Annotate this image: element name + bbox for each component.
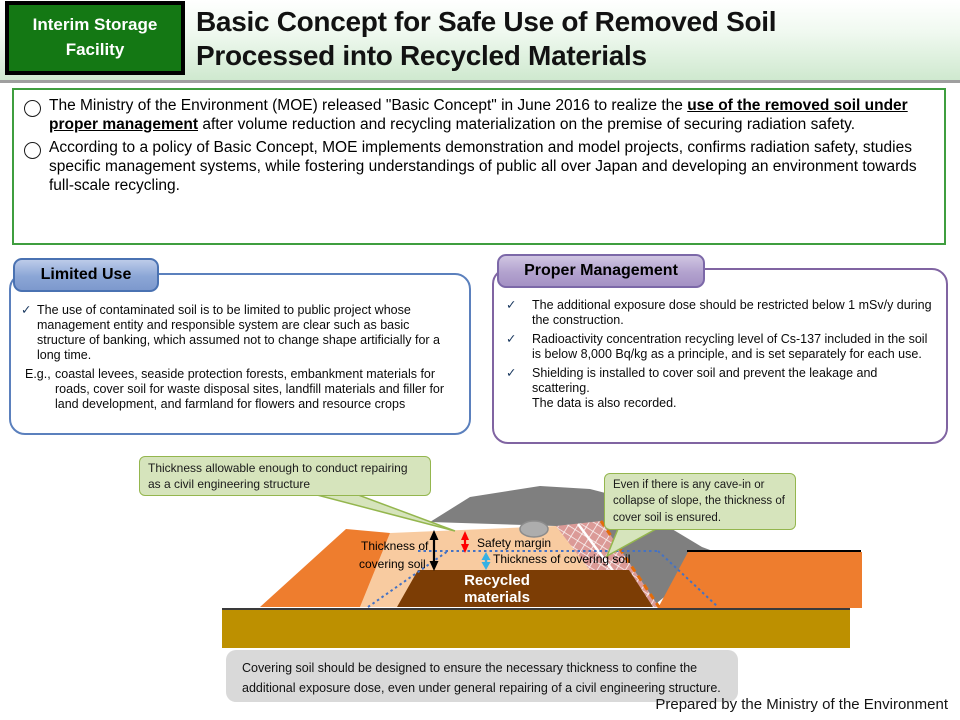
header-band: Interim Storage Facility Basic Concept f… <box>0 0 960 83</box>
dotted-design-line <box>657 550 719 608</box>
limited-use-title: Limited Use <box>40 266 132 283</box>
thickness-covering-label-line2: covering soil <box>359 557 426 571</box>
intro-bullet-1: The Ministry of the Environment (MOE) re… <box>22 97 934 135</box>
check-icon: ✓ <box>506 366 517 380</box>
interim-storage-badge: Interim Storage Facility <box>5 1 185 75</box>
circle-bullet-icon <box>24 141 41 159</box>
circle-bullet-icon <box>24 100 41 117</box>
safety-margin-arrow-red <box>461 531 469 553</box>
check-icon: ✓ <box>506 298 517 312</box>
intro-bullet-2: According to a policy of Basic Concept, … <box>22 139 934 196</box>
limited-use-example: E.g., coastal levees, seaside protection… <box>21 367 461 412</box>
thickness-arrow-black <box>429 530 439 571</box>
intro-bullet-1-post: after volume reduction and recycling mat… <box>198 115 856 133</box>
embankment-diagram <box>222 486 862 648</box>
proper-management-item-text: Radioactivity concentration recycling le… <box>532 332 928 361</box>
ground-shape <box>222 610 850 648</box>
page-title: Basic Concept for Safe Use of Removed So… <box>196 5 956 72</box>
proper-management-item-text: Shielding is installed to cover soil and… <box>532 366 878 410</box>
badge-line2: Facility <box>65 40 125 59</box>
limited-use-item: ✓ The use of contaminated soil is to be … <box>21 303 461 363</box>
limited-use-example-text: coastal levees, seaside protection fores… <box>55 367 445 411</box>
check-icon: ✓ <box>506 332 517 346</box>
limited-use-item-text: The use of contaminated soil is to be li… <box>37 303 440 362</box>
proper-management-item-text: The additional exposure dose should be r… <box>532 298 932 327</box>
covering-soil-note: Covering soil should be designed to ensu… <box>226 650 738 702</box>
thickness-covering-right-label: Thickness of covering soil <box>493 552 631 566</box>
check-icon: ✓ <box>21 303 32 317</box>
callout-left-tail <box>297 489 456 532</box>
proper-management-box: ✓ The additional exposure dose should be… <box>492 268 948 444</box>
left-slope-shape <box>260 529 390 607</box>
page-title-line1: Basic Concept for Safe Use of Removed So… <box>196 6 777 37</box>
intro-box: The Ministry of the Environment (MOE) re… <box>12 88 946 245</box>
limited-use-box: ✓ The use of contaminated soil is to be … <box>9 273 471 435</box>
callout-right-text: Even if there is any cave-in or collapse… <box>613 479 785 524</box>
intro-bullet-1-emphasis: use of the removed soil under proper man… <box>49 97 908 133</box>
badge-line1: Interim Storage <box>32 15 158 35</box>
proper-management-item: ✓ The additional exposure dose should be… <box>504 298 938 328</box>
limited-use-tab: Limited Use <box>13 258 159 292</box>
recycled-materials-label: Recycled materials <box>464 572 530 607</box>
thickness-covering-label-line1: Thickness of <box>361 539 429 553</box>
covering-soil-note-text: Covering soil should be designed to ensu… <box>242 661 721 695</box>
callout-left: Thickness allowable enough to conduct re… <box>139 456 431 497</box>
proper-management-item: ✓ Shielding is installed to cover soil a… <box>504 366 938 411</box>
recycled-core-shape <box>397 570 653 607</box>
limited-use-content: ✓ The use of contaminated soil is to be … <box>21 303 461 412</box>
intro-bullet-2-text: According to a policy of Basic Concept, … <box>49 138 917 194</box>
callout-left-text: Thickness allowable enough to conduct re… <box>148 461 408 492</box>
intro-bullet-1-pre: The Ministry of the Environment (MOE) re… <box>49 97 688 114</box>
page-title-line2: Processed into Recycled Materials <box>196 39 647 71</box>
intro-bullet-1-text: The Ministry of the Environment (MOE) re… <box>49 97 934 135</box>
example-label: E.g., <box>25 367 51 381</box>
safety-margin-label: Safety margin <box>477 536 552 550</box>
proper-management-title: Proper Management <box>524 262 678 279</box>
proper-management-content: ✓ The additional exposure dose should be… <box>504 298 938 415</box>
covering-soil-arrow-cyan <box>481 552 491 570</box>
proper-management-tab: Proper Management <box>497 254 705 288</box>
right-bench-shape <box>658 552 862 608</box>
proper-management-item: ✓ Radioactivity concentration recycling … <box>504 332 938 362</box>
boulder-icon <box>519 520 549 538</box>
callout-right: Even if there is any cave-in or collapse… <box>604 473 796 530</box>
footer-credit: Prepared by the Ministry of the Environm… <box>655 696 948 713</box>
